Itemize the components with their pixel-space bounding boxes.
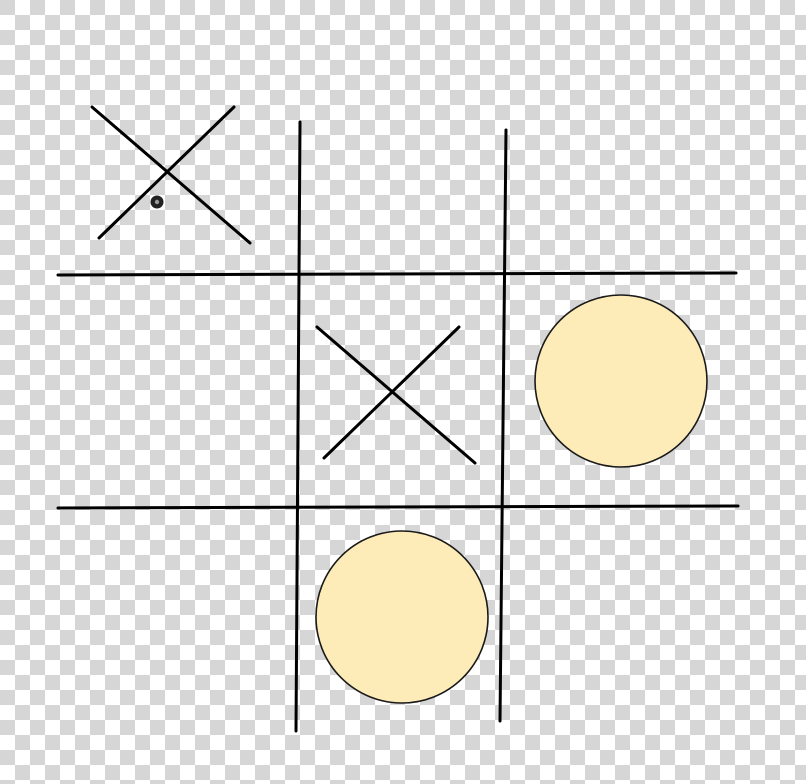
board-cells	[60, 100, 736, 728]
x-mark-stroke-down	[90, 105, 252, 245]
board-cell-r1-c1[interactable]	[60, 100, 298, 274]
grid-line-horizontal-top	[56, 271, 738, 277]
grid-line-vertical-left	[294, 120, 302, 733]
board-cell-r1-c2[interactable]	[300, 100, 503, 274]
x-mark-stroke-down	[315, 325, 477, 465]
x-mark-icon	[315, 325, 477, 465]
x-mark-stroke-up	[97, 105, 236, 240]
board-cell-r1-c3[interactable]	[505, 100, 736, 274]
board-cell-r3-c3[interactable]	[505, 509, 736, 728]
o-mark-icon	[534, 294, 708, 468]
x-mark-icon	[90, 105, 252, 245]
pointer-dot-icon	[150, 195, 164, 209]
o-mark-icon	[315, 530, 489, 704]
x-mark-stroke-up	[322, 325, 461, 460]
grid-line-vertical-right	[498, 128, 508, 723]
board-cell-r2-c2[interactable]	[300, 276, 503, 507]
board-marks	[90, 105, 708, 704]
grid-lines	[56, 120, 740, 733]
board-cell-r2-c3[interactable]	[505, 276, 736, 507]
board-cell-r3-c2[interactable]	[300, 509, 503, 728]
board-cell-r2-c1[interactable]	[60, 276, 298, 507]
grid-line-horizontal-bottom	[56, 504, 740, 510]
board-cell-r3-c1[interactable]	[60, 509, 298, 728]
